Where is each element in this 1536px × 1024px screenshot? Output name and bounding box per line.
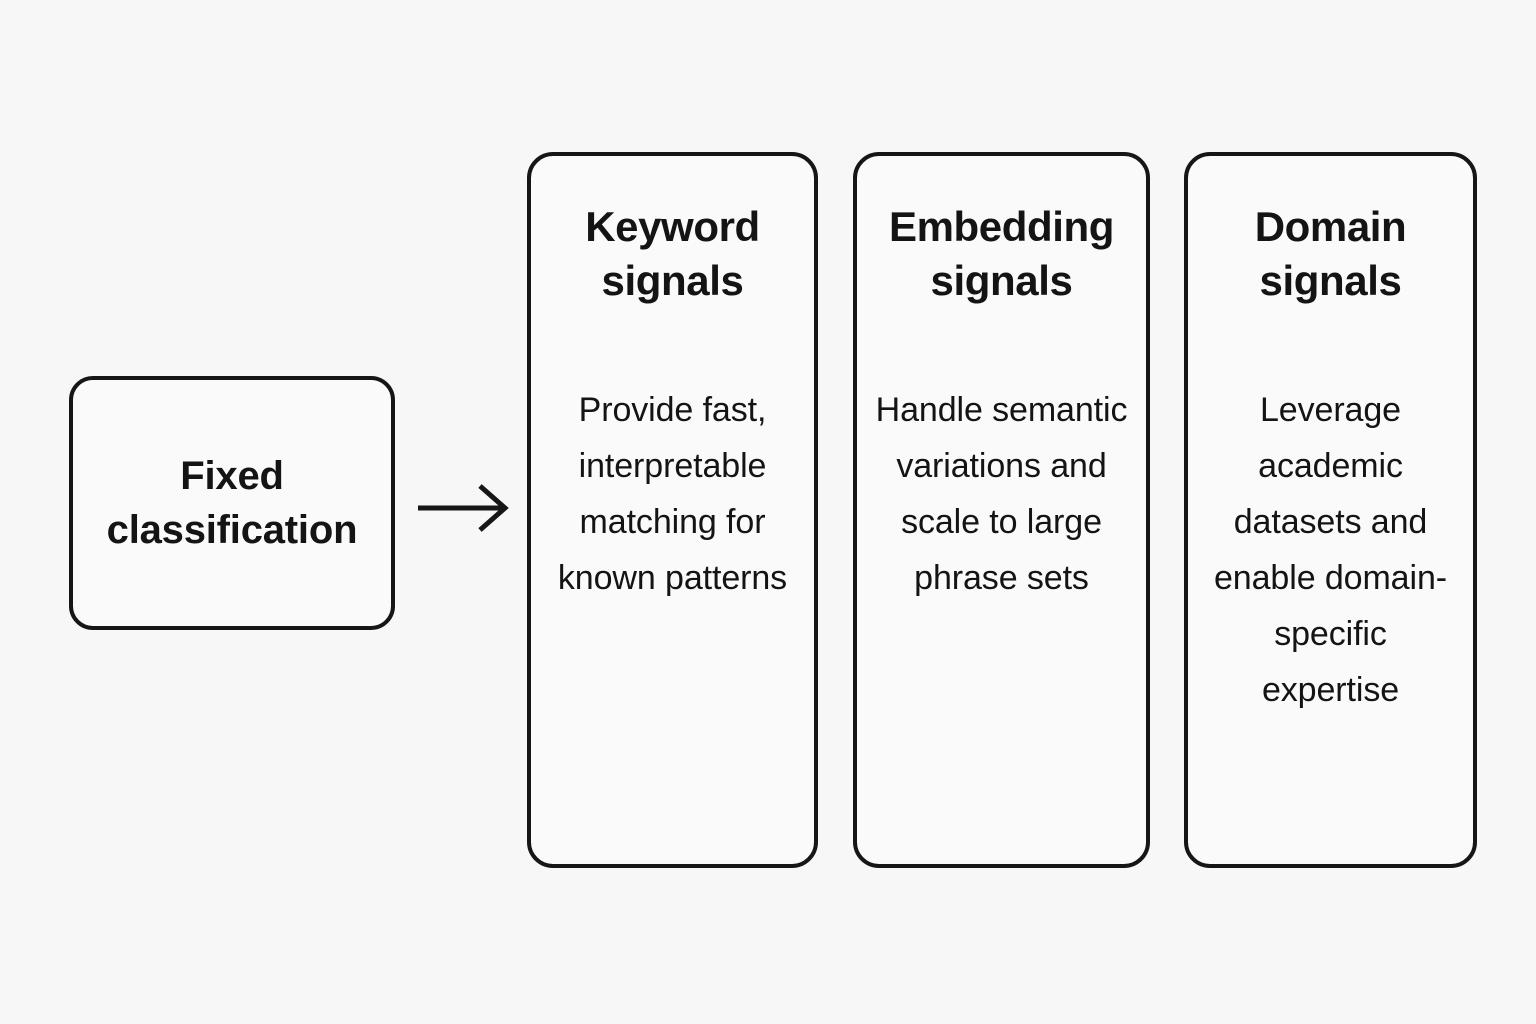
- signal-card-body: Handle semantic variations and scale to …: [875, 390, 1128, 597]
- signal-card-title: Keyword signals: [585, 203, 760, 304]
- signal-card-body: Leverage academic datasets and enable do…: [1214, 390, 1447, 709]
- signal-card-domain[interactable]: Domain signals Leverage academic dataset…: [1184, 152, 1477, 868]
- signal-card-body: Provide fast, interpretable matching for…: [557, 390, 788, 597]
- signal-card-title: Domain signals: [1254, 203, 1407, 304]
- arrow-right-icon: [410, 472, 520, 544]
- source-node-label: Fixed classification: [106, 454, 358, 552]
- signal-card-embedding[interactable]: Embedding signals Handle semantic variat…: [853, 152, 1150, 868]
- signal-card-title: Embedding signals: [888, 203, 1115, 304]
- signal-card-keyword[interactable]: Keyword signals Provide fast, interpreta…: [527, 152, 818, 868]
- source-node-fixed-classification[interactable]: Fixed classification: [69, 376, 395, 630]
